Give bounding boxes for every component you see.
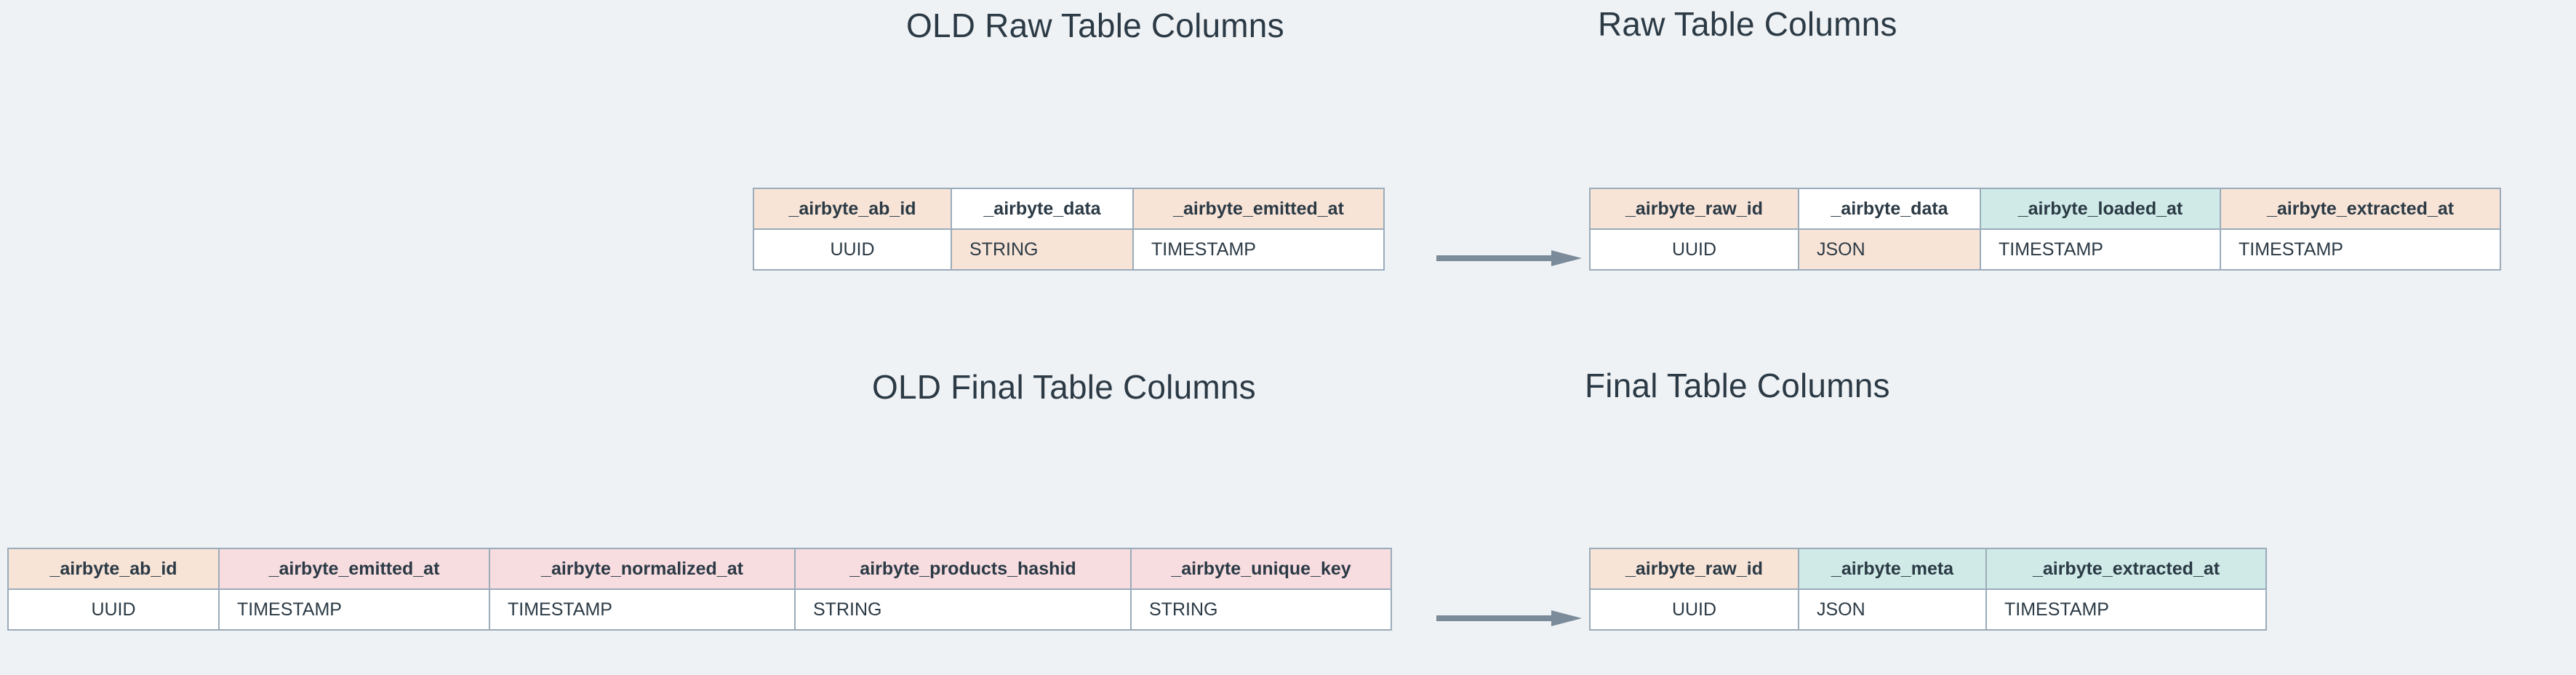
column-type-_airbyte_extracted_at: TIMESTAMP: [1985, 588, 2267, 631]
column-type-_airbyte_data: JSON: [1798, 228, 1981, 271]
column-header-_airbyte_raw_id: _airbyte_raw_id: [1589, 188, 1799, 230]
table-new-raw: _airbyte_raw_id_airbyte_data_airbyte_loa…: [1589, 188, 2501, 271]
column-header-_airbyte_emitted_at: _airbyte_emitted_at: [218, 548, 490, 590]
column-type-_airbyte_unique_key: STRING: [1130, 588, 1392, 631]
table-header-row: _airbyte_ab_id_airbyte_emitted_at_airbyt…: [7, 548, 1392, 590]
column-type-_airbyte_emitted_at: TIMESTAMP: [218, 588, 490, 631]
column-header-_airbyte_extracted_at: _airbyte_extracted_at: [2220, 188, 2501, 230]
column-header-_airbyte_unique_key: _airbyte_unique_key: [1130, 548, 1392, 590]
arrow-final-transition: [1436, 607, 1582, 629]
column-type-_airbyte_raw_id: UUID: [1589, 228, 1799, 271]
column-header-_airbyte_loaded_at: _airbyte_loaded_at: [1980, 188, 2221, 230]
column-type-_airbyte_emitted_at: TIMESTAMP: [1132, 228, 1385, 271]
column-header-_airbyte_raw_id: _airbyte_raw_id: [1589, 548, 1799, 590]
title-old-final-table: OLD Final Table Columns: [872, 368, 1256, 406]
table-new-final: _airbyte_raw_id_airbyte_meta_airbyte_ext…: [1589, 548, 2267, 631]
title-new-final-table: Final Table Columns: [1585, 367, 1890, 404]
table-old-final: _airbyte_ab_id_airbyte_emitted_at_airbyt…: [7, 548, 1392, 631]
table-old-raw: _airbyte_ab_id_airbyte_data_airbyte_emit…: [753, 188, 1385, 271]
column-type-_airbyte_raw_id: UUID: [1589, 588, 1799, 631]
title-new-raw-table: Raw Table Columns: [1598, 5, 1897, 43]
column-header-_airbyte_extracted_at: _airbyte_extracted_at: [1985, 548, 2267, 590]
column-header-_airbyte_ab_id: _airbyte_ab_id: [753, 188, 952, 230]
column-header-_airbyte_normalized_at: _airbyte_normalized_at: [489, 548, 796, 590]
title-old-raw-table: OLD Raw Table Columns: [906, 7, 1284, 44]
column-header-_airbyte_data: _airbyte_data: [1798, 188, 1981, 230]
column-type-_airbyte_products_hashid: STRING: [794, 588, 1132, 631]
column-type-_airbyte_loaded_at: TIMESTAMP: [1980, 228, 2221, 271]
table-header-row: _airbyte_ab_id_airbyte_data_airbyte_emit…: [753, 188, 1385, 230]
column-header-_airbyte_meta: _airbyte_meta: [1798, 548, 1987, 590]
column-type-_airbyte_extracted_at: TIMESTAMP: [2220, 228, 2501, 271]
column-header-_airbyte_emitted_at: _airbyte_emitted_at: [1132, 188, 1385, 230]
arrow-raw-transition: [1436, 247, 1582, 269]
column-type-_airbyte_ab_id: UUID: [7, 588, 220, 631]
column-type-_airbyte_normalized_at: TIMESTAMP: [489, 588, 796, 631]
table-header-row: _airbyte_raw_id_airbyte_meta_airbyte_ext…: [1589, 548, 2267, 590]
column-type-_airbyte_data: STRING: [951, 228, 1134, 271]
column-header-_airbyte_data: _airbyte_data: [951, 188, 1134, 230]
table-header-row: _airbyte_raw_id_airbyte_data_airbyte_loa…: [1589, 188, 2501, 230]
column-type-_airbyte_meta: JSON: [1798, 588, 1987, 631]
column-type-_airbyte_ab_id: UUID: [753, 228, 952, 271]
column-header-_airbyte_ab_id: _airbyte_ab_id: [7, 548, 220, 590]
column-header-_airbyte_products_hashid: _airbyte_products_hashid: [794, 548, 1132, 590]
